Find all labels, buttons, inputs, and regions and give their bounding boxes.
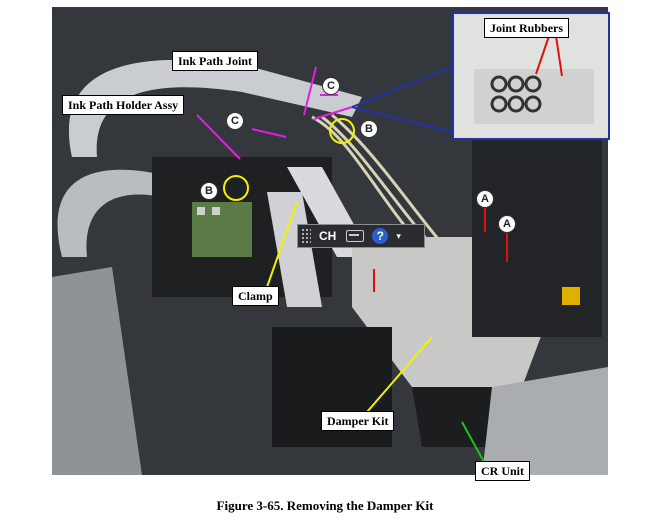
callout-clamp: Clamp bbox=[232, 286, 279, 306]
letter-b-right: B bbox=[360, 120, 378, 138]
grip-handle-icon[interactable] bbox=[301, 228, 311, 244]
letter-c-left: C bbox=[226, 112, 244, 130]
callout-joint-rubbers: Joint Rubbers bbox=[484, 18, 570, 38]
keyboard-icon[interactable] bbox=[346, 230, 365, 242]
letter-b-left: B bbox=[200, 182, 218, 200]
letter-a-upper: A bbox=[476, 190, 494, 208]
callout-damper-kit: Damper Kit bbox=[321, 411, 395, 431]
callout-cr-unit: CR Unit bbox=[475, 461, 531, 481]
callout-ink-path-holder-assy: Ink Path Holder Assy bbox=[62, 95, 185, 115]
help-icon[interactable]: ? bbox=[372, 228, 389, 244]
joint-rubbers-inset: Joint Rubbers bbox=[452, 12, 610, 140]
ime-language-bar[interactable]: CH ? ▾ bbox=[297, 224, 425, 248]
figure-caption: Figure 3-65. Removing the Damper Kit bbox=[216, 498, 434, 513]
input-language-button[interactable]: CH bbox=[319, 229, 337, 243]
options-menu-icon[interactable]: ▾ bbox=[396, 231, 401, 241]
callout-ink-path-joint: Ink Path Joint bbox=[172, 51, 259, 71]
letter-a-lower: A bbox=[498, 215, 516, 233]
letter-c-top: C bbox=[322, 77, 340, 95]
